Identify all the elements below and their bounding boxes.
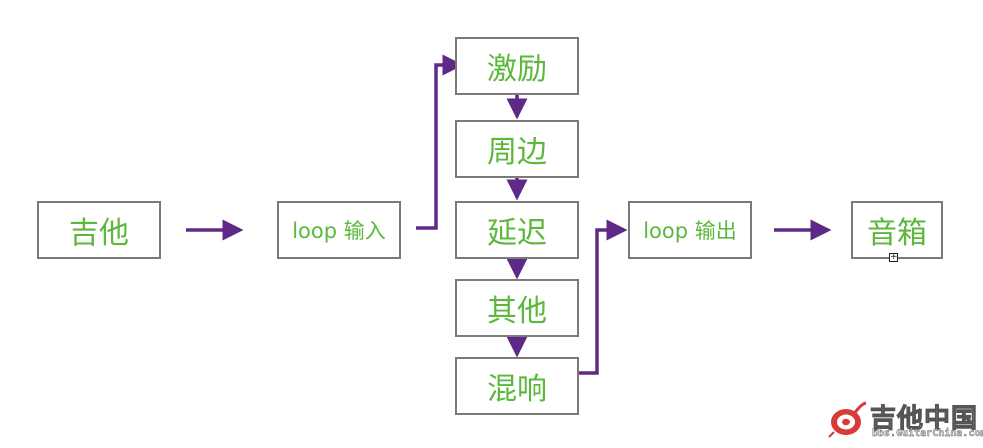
resize-handle-icon[interactable]: + (889, 252, 898, 262)
arrow-reverb-to-loop-out (579, 219, 628, 375)
node-guitar: 吉他 (37, 201, 161, 259)
arrow-loop-in-to-excite (416, 54, 464, 230)
node-periph: 周边 (455, 120, 579, 178)
node-loop-input: loop 输入 (277, 201, 401, 259)
node-reverb: 混响 (455, 357, 579, 415)
node-speaker: 音箱 (851, 201, 943, 259)
guitar-logo-icon (828, 401, 867, 438)
node-loop-output: loop 输出 (628, 201, 752, 259)
node-delay: 延迟 (455, 201, 579, 259)
watermark-url: bbs.GuitarChina.com (872, 428, 983, 439)
node-excite: 激励 (455, 37, 579, 95)
watermark: 吉他中国 bbs.GuitarChina.com (828, 398, 983, 442)
watermark-brand: 吉他中国 (870, 404, 979, 435)
node-other: 其他 (455, 279, 579, 337)
